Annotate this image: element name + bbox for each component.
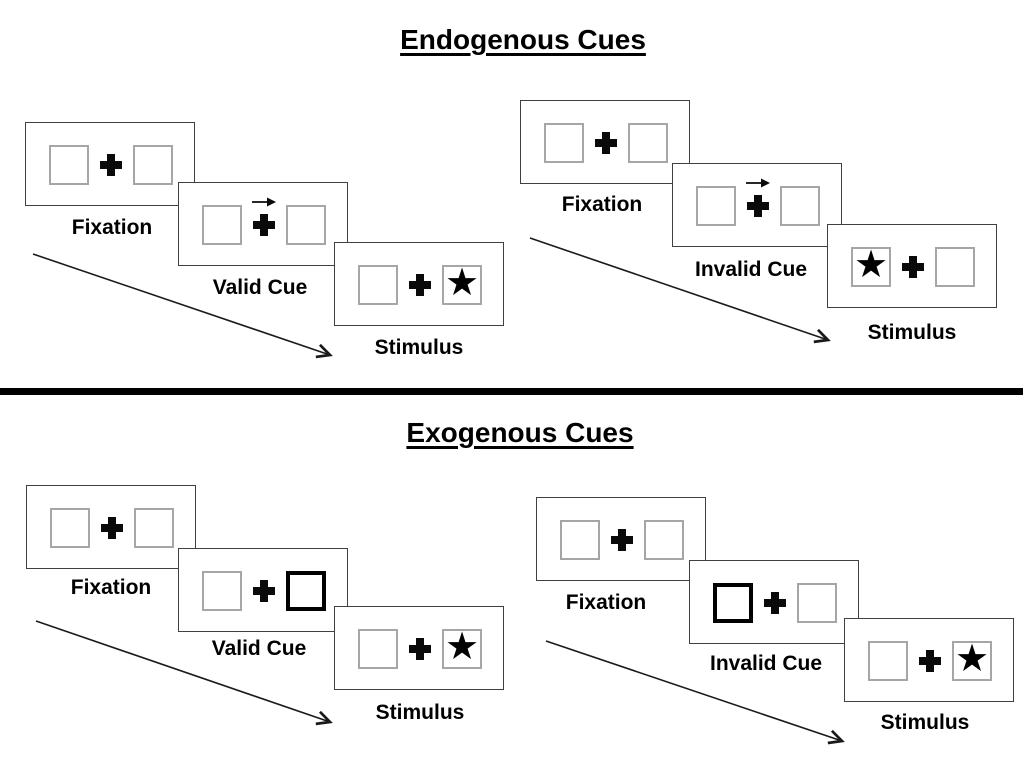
fixation-cross-icon: [595, 132, 617, 154]
exogenous-title: Exogenous Cues: [406, 417, 634, 448]
valid-cue-card: [178, 182, 348, 266]
target-star-icon: ★: [444, 262, 480, 304]
cue-highlight-box: [286, 571, 326, 611]
stimulus-card: ★: [827, 224, 997, 308]
stimulus-label: Stimulus: [880, 711, 970, 734]
fixation-cross-icon: [100, 154, 122, 176]
right-box: ★: [952, 638, 992, 681]
fixation-cross-icon: [409, 274, 431, 296]
timeline-arrow-icon: [545, 640, 845, 745]
invalid-cue-card: [689, 560, 859, 644]
right-box: [134, 508, 174, 548]
fixation-label: Fixation: [561, 193, 643, 216]
fixation-label: Fixation: [565, 591, 647, 614]
timeline-arrow-icon: [32, 253, 333, 359]
fixation-cross-icon: [253, 214, 275, 236]
left-box: [202, 571, 242, 611]
fixation-label: Fixation: [70, 576, 152, 599]
cue-arrow-icon: [252, 197, 276, 207]
stimulus-card: ★: [334, 606, 504, 690]
left-box: [49, 145, 89, 185]
cue-highlight-box: [713, 583, 753, 623]
stimulus-label: Stimulus: [375, 701, 465, 724]
cue-label: Valid Cue: [211, 637, 307, 660]
cue-arrow-icon: [746, 178, 770, 188]
fixation-cross-icon: [253, 580, 275, 602]
left-box: [50, 508, 90, 548]
valid-cue-card: [178, 548, 348, 632]
stimulus-card: ★: [844, 618, 1014, 702]
right-box: [780, 186, 820, 226]
right-box: [286, 205, 326, 245]
stimulus-card: ★: [334, 242, 504, 326]
right-box: [133, 145, 173, 185]
fixation-cross-icon: [409, 638, 431, 660]
cue-label: Invalid Cue: [694, 258, 808, 281]
right-box: [797, 583, 837, 623]
fixation-cross-icon: [101, 517, 123, 539]
right-box: ★: [442, 262, 482, 305]
fixation-cross-icon: [611, 529, 633, 551]
left-box: [544, 123, 584, 163]
fixation-cross-icon: [764, 592, 786, 614]
right-box: ★: [442, 626, 482, 669]
right-box: [935, 247, 975, 287]
stimulus-label: Stimulus: [867, 321, 957, 344]
left-box: [696, 186, 736, 226]
fixation-cross-icon: [747, 195, 769, 217]
fixation-label: Fixation: [71, 216, 153, 239]
section-divider: [0, 388, 1023, 395]
fixation-cross-icon: [919, 650, 941, 672]
fixation-cross-icon: [902, 256, 924, 278]
left-box: [202, 205, 242, 245]
invalid-cue-card: [672, 163, 842, 247]
cue-label: Invalid Cue: [709, 652, 823, 675]
right-box: [628, 123, 668, 163]
stimulus-label: Stimulus: [374, 336, 464, 359]
left-box: ★: [851, 244, 891, 287]
target-star-icon: ★: [444, 626, 480, 668]
endogenous-title: Endogenous Cues: [400, 24, 646, 55]
left-box: [358, 629, 398, 669]
target-star-icon: ★: [954, 638, 990, 680]
right-box: [644, 520, 684, 560]
fixation-card: [520, 100, 690, 184]
fixation-card: [26, 485, 196, 569]
left-box: [358, 265, 398, 305]
left-box: [868, 641, 908, 681]
timeline-arrow-icon: [35, 620, 333, 726]
fixation-card: [25, 122, 195, 206]
cue-label: Valid Cue: [212, 276, 308, 299]
fixation-card: [536, 497, 706, 581]
target-star-icon: ★: [853, 244, 889, 286]
left-box: [560, 520, 600, 560]
timeline-arrow-icon: [529, 237, 831, 344]
